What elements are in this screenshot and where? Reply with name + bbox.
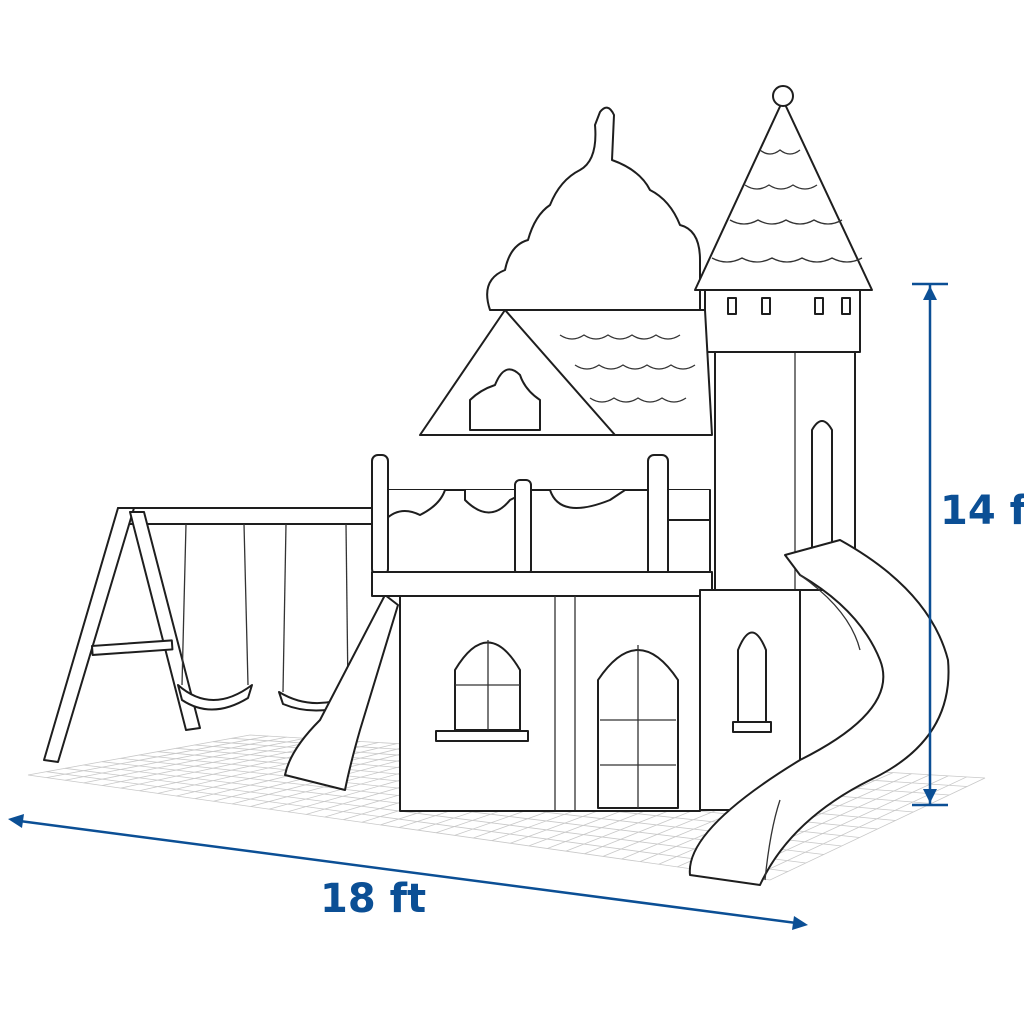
balcony (371, 454, 713, 597)
height-dimension (912, 282, 948, 807)
left-slide (284, 594, 399, 791)
swing-set (43, 507, 377, 763)
width-label: 18 ft (320, 876, 427, 922)
side-window (737, 631, 767, 726)
height-label: 14 ft (940, 488, 1024, 534)
spiral-slide (688, 539, 950, 886)
castle-body (399, 589, 801, 812)
width-dimension (8, 814, 808, 930)
scalloped-gable (486, 106, 701, 311)
tower (694, 85, 873, 591)
